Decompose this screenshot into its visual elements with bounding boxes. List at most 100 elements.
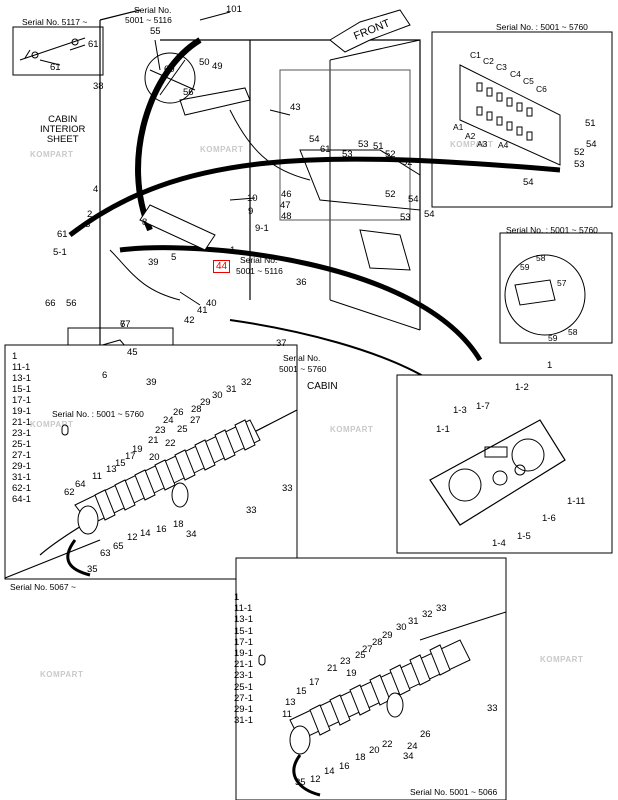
callout: 25 <box>177 424 188 435</box>
callout: 27 <box>190 415 201 426</box>
callout: 33 <box>487 703 498 714</box>
callout: 35 <box>87 564 98 575</box>
callout: C5 <box>523 76 534 86</box>
part-list-bottom: 1 11-1 13-1 15-1 17-1 19-1 21-1 23-1 25-… <box>234 592 254 727</box>
callout: 53 <box>342 149 353 160</box>
callout: 1-11 <box>567 496 586 507</box>
callout: 42 <box>184 315 195 326</box>
callout: 1-2 <box>515 382 529 393</box>
callout: 53 <box>400 212 411 223</box>
list-item: 64-1 <box>12 494 32 505</box>
callout: 52 <box>402 157 413 168</box>
callout: 24 <box>163 415 174 426</box>
callout: 52 <box>574 147 585 158</box>
serial-label: Serial No. <box>134 5 172 15</box>
callout: 39 <box>148 257 159 268</box>
callout: 9 <box>248 206 254 217</box>
callout: 61 <box>320 144 331 155</box>
callout: 29 <box>200 397 211 408</box>
callout: 33 <box>246 505 257 516</box>
callout: 32 <box>241 377 252 388</box>
callout: 31 <box>226 384 237 395</box>
callout: 64 <box>75 479 86 490</box>
callout: 25 <box>355 650 366 661</box>
serial-label: Serial No. <box>240 255 278 265</box>
callout: 18 <box>355 752 366 763</box>
list-item: 1 <box>234 592 240 603</box>
list-item: 31-1 <box>12 472 32 483</box>
callout: 21 <box>148 435 159 446</box>
list-item: 15-1 <box>12 384 32 395</box>
callout: 35 <box>295 777 306 788</box>
serial-label: Serial No. 5117 ~ <box>22 17 88 27</box>
callout: 54 <box>586 139 597 150</box>
callout: 20 <box>369 745 380 756</box>
serial-label: 5001 ~ 5760 <box>279 364 327 374</box>
callout: 16 <box>156 524 167 535</box>
watermark-text: KOMPART <box>330 425 374 434</box>
part-list-left: 1 11-1 13-1 15-1 17-1 19-1 21-1 23-1 25-… <box>12 352 31 506</box>
callout: 15 <box>115 458 126 469</box>
callout: 14 <box>324 766 335 777</box>
callout: 1-3 <box>453 405 467 416</box>
callout: 37 <box>276 338 287 349</box>
callout: 20 <box>149 452 160 463</box>
callout: 48 <box>281 211 292 222</box>
callout: 63 <box>100 548 111 559</box>
list-item: 27-1 <box>12 450 32 461</box>
watermark-text: KOMPART <box>450 140 494 149</box>
serial-label: 5001 ~ 5116 <box>125 15 172 25</box>
list-item: 13-1 <box>12 373 32 384</box>
callout: 34 <box>186 529 197 540</box>
callout: 1-4 <box>492 538 506 549</box>
callout: 51 <box>373 141 384 152</box>
callout: C3 <box>496 62 507 72</box>
callout: 57 <box>557 278 567 288</box>
callout: 59 <box>548 333 558 343</box>
list-item: 29-1 <box>12 461 32 472</box>
watermark-text: KOMPART <box>30 420 74 429</box>
callout: 58 <box>536 253 546 263</box>
list-item: 11-1 <box>234 603 253 615</box>
callout: 67 <box>120 319 131 330</box>
list-item: 15-1 <box>234 625 254 637</box>
list-item: 27-1 <box>234 692 254 704</box>
list-item: 23-1 <box>12 428 32 439</box>
callout: 9-1 <box>255 223 269 234</box>
callout: 34 <box>403 751 414 762</box>
serial-label: Serial No. 5001 ~ 5066 <box>410 787 498 797</box>
list-item: 21-1 <box>234 659 254 671</box>
callout: 58 <box>568 327 578 337</box>
callout: 55 <box>150 26 161 37</box>
callout: 56 <box>183 87 194 98</box>
callout: 33 <box>282 483 293 494</box>
callout: 11 <box>282 709 292 720</box>
watermark-text: KOMPART <box>200 145 244 154</box>
list-item: 62-1 <box>12 483 32 494</box>
cabin-interior-sheet-label: CABIN INTERIOR SHEET <box>40 114 86 145</box>
callout: 28 <box>372 637 383 648</box>
list-item: 17-1 <box>234 636 254 648</box>
callout: 19 <box>132 444 143 455</box>
callout: A1 <box>453 122 464 132</box>
callout: 62 <box>64 487 75 498</box>
callout: 43 <box>290 102 301 113</box>
list-item: 17-1 <box>12 395 32 406</box>
callout: 23 <box>155 425 166 436</box>
callout: 53 <box>358 139 369 150</box>
callout: 29 <box>382 630 393 641</box>
cabin-label: CABIN <box>307 381 338 392</box>
callout: 4 <box>93 184 99 195</box>
callout: 17 <box>125 451 136 462</box>
callout: 1 <box>547 360 553 371</box>
callout: 22 <box>165 438 176 449</box>
callout: 16 <box>339 761 350 772</box>
callout: 6 <box>102 370 108 381</box>
callout: 54 <box>523 177 534 188</box>
callout: 11 <box>92 471 102 482</box>
list-item: 29-1 <box>234 703 254 715</box>
watermark-text: KOMPART <box>40 670 84 679</box>
callout: 28 <box>191 404 202 415</box>
